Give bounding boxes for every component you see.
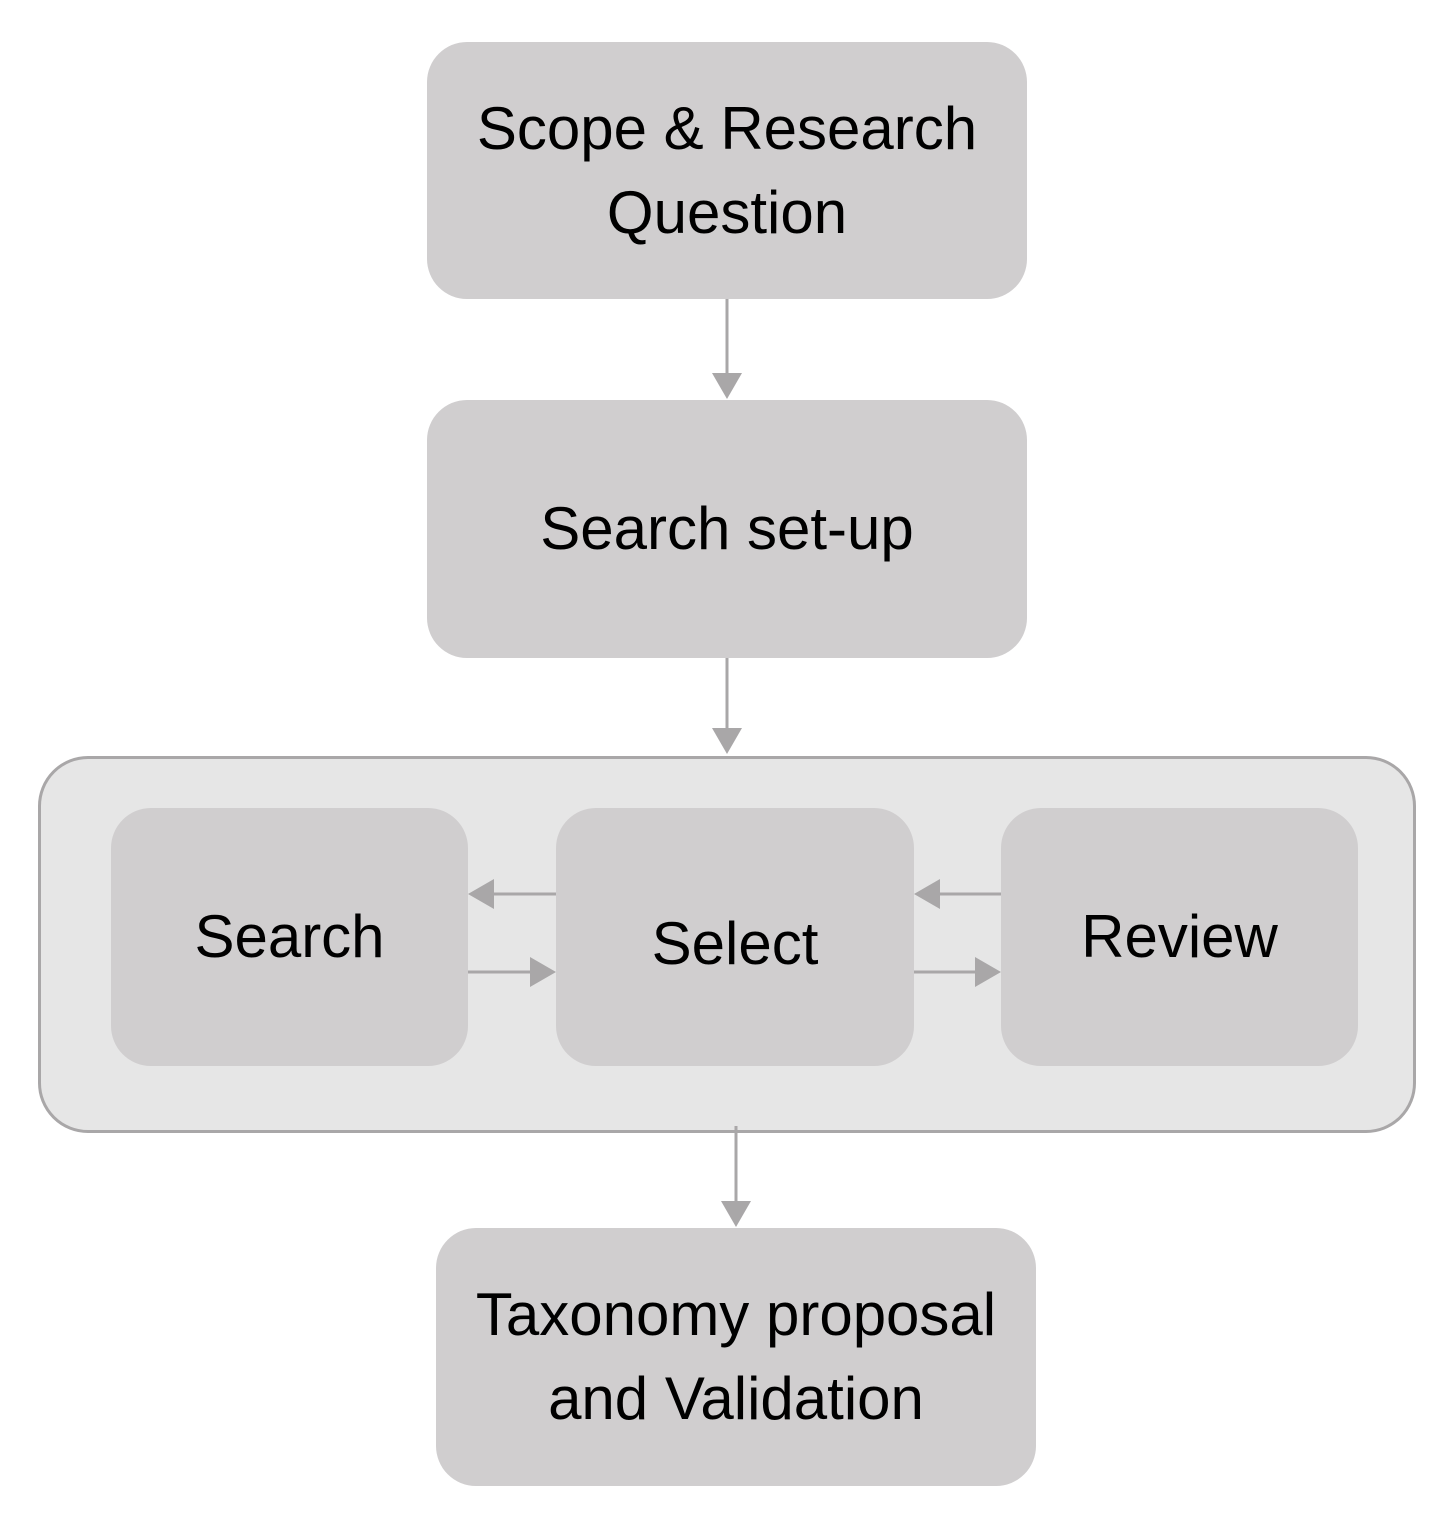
taxonomy-node-label-line1: Taxonomy proposal	[475, 1281, 997, 1348]
review-label: Review	[1081, 903, 1278, 970]
search-node: Search	[111, 808, 468, 1066]
review-node: Review	[1001, 808, 1358, 1066]
taxonomy-validation-node: Taxonomy proposal and Validation	[436, 1228, 1036, 1486]
search-label: Search	[194, 903, 385, 970]
search-setup-label: Search set-up	[540, 495, 914, 562]
scope-node-label-line1: Scope & Research	[476, 94, 978, 162]
arrowhead-setup-to-group	[712, 728, 742, 754]
scope-research-question-node: Scope & Research Question	[427, 42, 1027, 299]
select-node: Select	[556, 808, 914, 1066]
search-setup-node: Search set-up	[427, 400, 1027, 658]
select-label: Select	[651, 910, 819, 977]
taxonomy-node-label-line2: and Validation	[548, 1365, 924, 1432]
arrowhead-scope-to-setup	[712, 373, 742, 399]
arrowhead-group-to-taxonomy	[721, 1201, 751, 1227]
scope-node-label-line2: Question	[606, 178, 848, 246]
